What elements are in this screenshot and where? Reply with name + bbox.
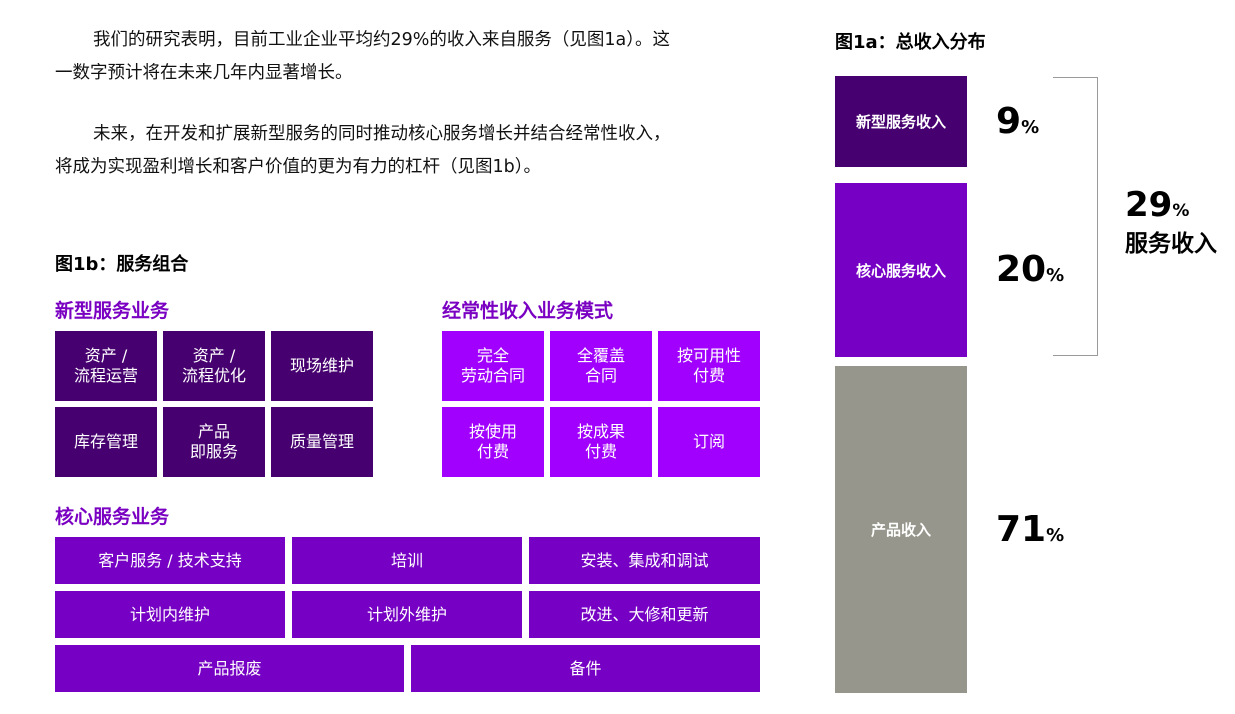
tile-text: 全覆盖	[576, 346, 625, 365]
total-value: 29	[1125, 185, 1173, 225]
tile-text: 付费	[692, 366, 725, 385]
bar-label: 核心服务收入	[855, 261, 946, 280]
new-service-tile: 库存管理	[55, 407, 157, 477]
core-service-tile: 计划外维护	[292, 591, 522, 638]
percent-core-services: 20%	[996, 250, 1064, 296]
percent-value: 9	[996, 101, 1022, 142]
recurring-title: 经常性收入业务模式	[442, 300, 614, 322]
tile-text: 劳动合同	[460, 366, 525, 385]
new-service-tile: 产品即服务	[163, 407, 265, 477]
tile-text: 订阅	[692, 432, 725, 451]
paragraph-text: 未来，在开发和扩展新型服务的同时推动核心服务增长并结合经常性收入，	[93, 124, 671, 144]
total-percent: 29%	[1125, 186, 1217, 230]
percent-value: 71	[996, 509, 1047, 550]
bar-label: 新型服务收入	[855, 113, 946, 131]
percent-sign: %	[1046, 525, 1065, 546]
core-services-title: 核心服务业务	[55, 506, 170, 528]
tile-text: 质量管理	[289, 432, 354, 451]
percent-sign: %	[1046, 265, 1065, 286]
new-service-tile: 质量管理	[271, 407, 373, 477]
recurring-tile: 按可用性付费	[658, 331, 760, 401]
tile-text: 按使用	[468, 422, 517, 441]
new-service-tile: 现场维护	[271, 331, 373, 401]
new-service-tile: 资产 /流程运营	[55, 331, 157, 401]
tile-text: 付费	[584, 442, 617, 461]
core-service-tile: 改进、大修和更新	[529, 591, 760, 638]
tile-text: 即服务	[189, 442, 238, 461]
tile-text: 付费	[476, 442, 509, 461]
recurring-tile: 全覆盖合同	[550, 331, 652, 401]
percent-sign: %	[1172, 201, 1190, 221]
tile-text: 资产 /	[192, 346, 236, 365]
tile-text: 流程运营	[73, 366, 138, 385]
recurring-tile: 订阅	[658, 407, 760, 477]
percent-products: 71%	[996, 510, 1064, 556]
paragraph-text: 一数字预计将在未来几年内显著增长。	[55, 63, 353, 83]
tile-text: 按成果	[576, 422, 625, 441]
tile-text: 资产 /	[84, 346, 128, 365]
fig1b-title: 图1b：服务组合	[55, 254, 189, 275]
bar-label: 产品收入	[870, 521, 931, 539]
fig1a-title: 图1a：总收入分布	[835, 32, 986, 53]
core-service-tile: 客户服务 / 技术支持	[55, 537, 285, 584]
intro-paragraph-2: 未来，在开发和扩展新型服务的同时推动核心服务增长并结合经常性收入， 将成为实现盈…	[55, 118, 775, 184]
core-service-tile: 计划内维护	[55, 591, 285, 638]
services-bracket	[1053, 77, 1098, 356]
paragraph-text: 我们的研究表明，目前工业企业平均约29%的收入来自服务（见图1a）。这	[93, 30, 671, 50]
services-total: 29% 服务收入	[1125, 186, 1217, 258]
paragraph-text: 将成为实现盈利增长和客户价值的更为有力的杠杆（见图1b）。	[55, 157, 541, 177]
new-services-title: 新型服务业务	[55, 300, 170, 322]
intro-paragraph-1: 我们的研究表明，目前工业企业平均约29%的收入来自服务（见图1a）。这 一数字预…	[55, 24, 775, 90]
tile-text: 现场维护	[289, 356, 354, 375]
tile-text: 库存管理	[73, 432, 138, 451]
tile-text: 按可用性	[676, 346, 741, 365]
revenue-bar-new-services: 新型服务收入	[835, 76, 967, 167]
revenue-bar-products: 产品收入	[835, 366, 967, 693]
recurring-tile: 完全劳动合同	[442, 331, 544, 401]
recurring-tile: 按使用付费	[442, 407, 544, 477]
total-label: 服务收入	[1125, 231, 1217, 257]
percent-new-services: 9%	[996, 102, 1039, 148]
core-service-tile: 安装、集成和调试	[529, 537, 760, 584]
tile-text: 合同	[584, 366, 617, 385]
percent-value: 20	[996, 249, 1047, 290]
revenue-bar-core-services: 核心服务收入	[835, 183, 967, 357]
tile-text: 完全	[476, 346, 509, 365]
recurring-tile: 按成果付费	[550, 407, 652, 477]
core-service-tile: 产品报废	[55, 645, 404, 692]
tile-text: 产品	[197, 422, 230, 441]
core-service-tile: 培训	[292, 537, 522, 584]
percent-sign: %	[1021, 117, 1040, 138]
tile-text: 流程优化	[181, 366, 246, 385]
new-service-tile: 资产 /流程优化	[163, 331, 265, 401]
core-service-tile: 备件	[411, 645, 760, 692]
